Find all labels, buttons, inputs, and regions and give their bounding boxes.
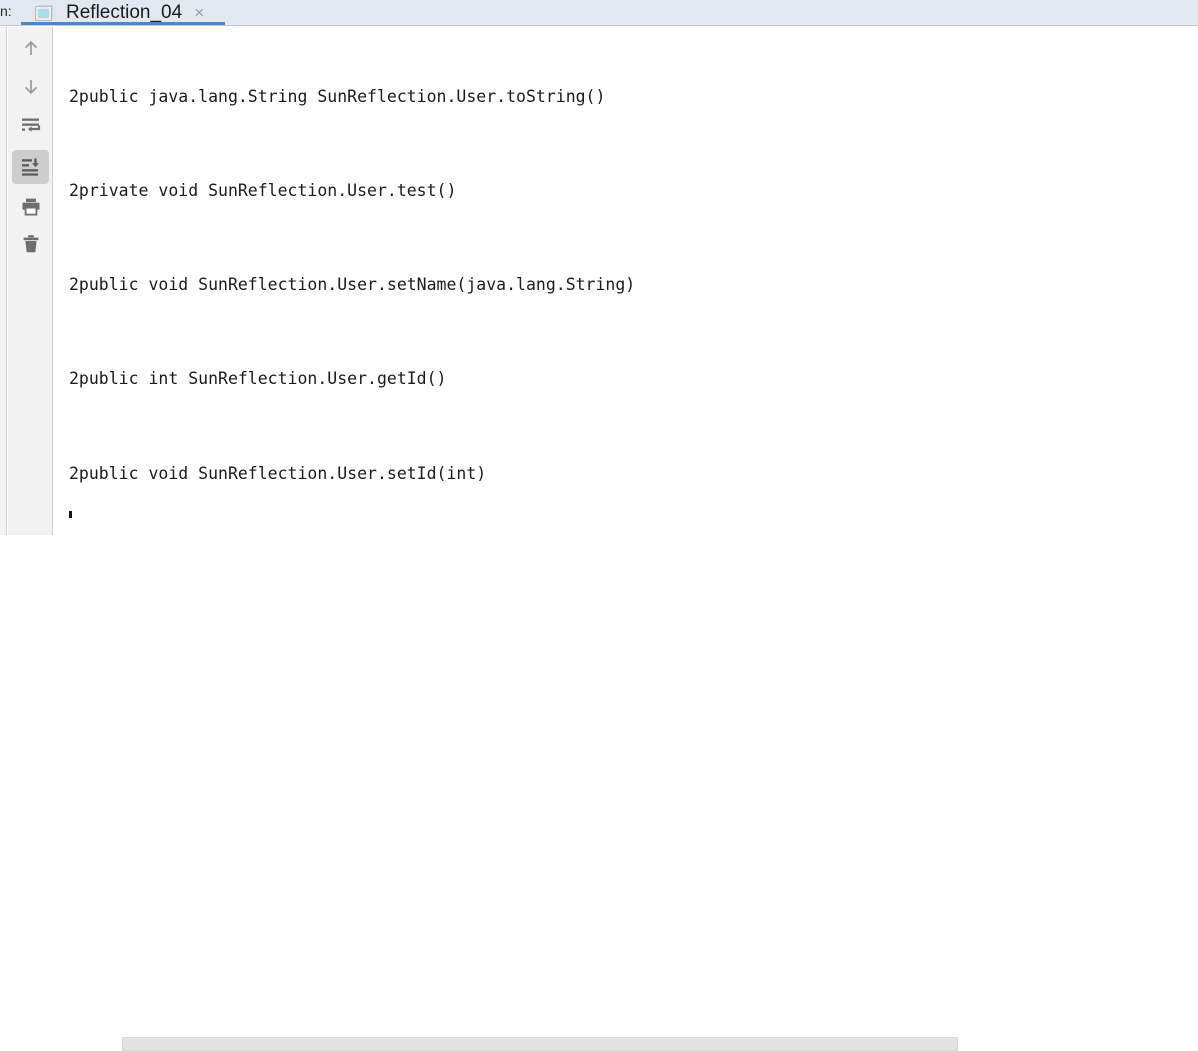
run-tool-window-label: n: bbox=[0, 3, 12, 19]
console-line: 2public void SunReflection.User.setName(… bbox=[69, 275, 636, 295]
console-line: 2public int SunReflection.User.getId() bbox=[69, 369, 447, 389]
console-line: 2private void SunReflection.User.test() bbox=[69, 181, 457, 201]
up-arrow-icon[interactable] bbox=[12, 31, 49, 65]
print-icon[interactable] bbox=[12, 190, 49, 224]
console-line-list: 2public java.lang.String SunReflection.U… bbox=[69, 27, 635, 535]
console-toolbar bbox=[8, 27, 53, 535]
tab-active-indicator bbox=[21, 22, 225, 25]
tab-reflection-04[interactable]: Reflection_04 × bbox=[21, 0, 212, 26]
console-line: 2public void SunReflection.User.setId(in… bbox=[69, 463, 487, 483]
toolbar-left-gutter bbox=[0, 27, 7, 535]
tab-title: Reflection_04 bbox=[66, 2, 183, 23]
console-run-icon bbox=[35, 5, 52, 21]
console-line: 2public java.lang.String SunReflection.U… bbox=[69, 86, 606, 106]
scroll-to-end-icon[interactable] bbox=[12, 150, 49, 184]
console-output-area[interactable]: 2public java.lang.String SunReflection.U… bbox=[54, 27, 1198, 535]
down-arrow-icon[interactable] bbox=[12, 70, 49, 104]
horizontal-scrollbar-thumb[interactable] bbox=[122, 1037, 958, 1051]
soft-wrap-icon[interactable] bbox=[12, 109, 49, 143]
trash-icon[interactable] bbox=[12, 227, 49, 261]
horizontal-scrollbar-track[interactable] bbox=[54, 518, 1198, 1051]
run-tool-window-header: n: Reflection_04 × bbox=[0, 0, 1198, 26]
close-icon[interactable]: × bbox=[194, 3, 205, 22]
